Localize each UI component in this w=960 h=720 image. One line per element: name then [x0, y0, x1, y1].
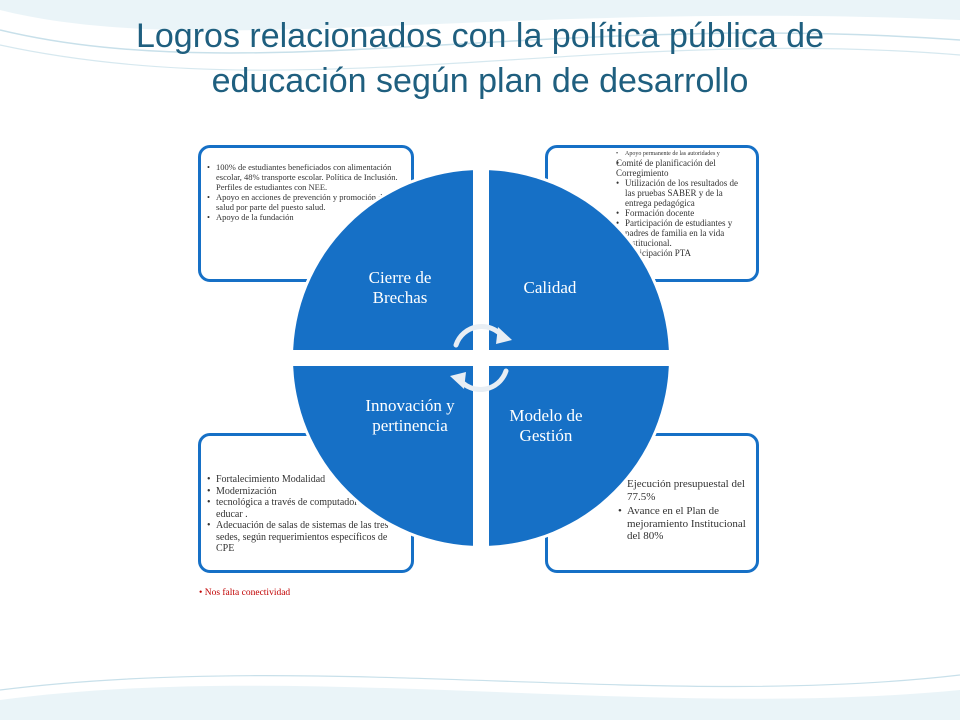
- list-item: Avance en el Plan de mejoramiento Instit…: [618, 505, 748, 543]
- list-item: Apoyo permanente de las autoridades y: [616, 151, 748, 158]
- page-title-line1: Logros relacionados con la política públ…: [135, 17, 824, 55]
- box-top-left-list: 100% de estudiantes beneficiados con ali…: [207, 162, 403, 222]
- list-item: Apoyo de la fundación: [207, 212, 403, 222]
- quadrant-bottom-left-label: Innovación y pertinencia: [365, 396, 455, 435]
- list-item: Modernización: [207, 486, 403, 498]
- note-text: Nos falta conectividad: [204, 588, 291, 598]
- list-item: Participación de estudiantes y padres de…: [616, 218, 748, 248]
- box-bottom-right-list: Ejecución presupuestal del 77.5% Avance …: [618, 478, 748, 543]
- list-item: tecnológica a través de computadores par…: [207, 497, 403, 520]
- quadrant-top-left-label: Cierre de Brechas: [368, 268, 432, 307]
- quadrant-bottom-right-label: Modelo de Gestión: [509, 406, 583, 445]
- box-top-left: 100% de estudiantes beneficiados con ali…: [198, 145, 414, 282]
- box-bottom-left-list: Fortalecimiento Modalidad Modernización …: [207, 474, 403, 555]
- list-item: Formación docente: [616, 208, 748, 218]
- list-item: Apoyo en acciones de prevención y promoc…: [207, 192, 403, 212]
- list-item: Ejecución presupuestal del 77.5%: [618, 478, 748, 503]
- list-item: Fortalecimiento Modalidad: [207, 474, 403, 486]
- circle-outline: [290, 167, 672, 549]
- page-title: Logros relacionados con la política públ…: [60, 14, 900, 104]
- page-title-line2: educación según plan de desarrollo: [211, 62, 749, 100]
- connectivity-note: • Nos falta conectividad: [199, 588, 291, 598]
- list-item-continued: Comité de planificación del Corregimient…: [616, 158, 748, 178]
- quadrant-top-right-label: Calidad: [523, 278, 577, 297]
- box-top-right-list: Apoyo permanente de las autoridades y Co…: [616, 151, 748, 258]
- list-item: Adecuación de salas de sistemas de las t…: [207, 520, 403, 555]
- list-item: 100% de estudiantes beneficiados con ali…: [207, 162, 403, 192]
- list-item: Utilización de los resultados de las pru…: [616, 178, 748, 208]
